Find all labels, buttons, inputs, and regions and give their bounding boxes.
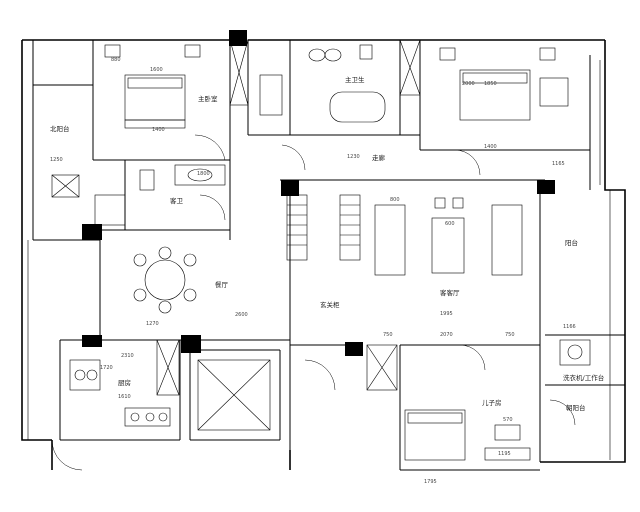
structural-columns	[82, 30, 555, 356]
room-label-master-bedroom: 主卧室	[198, 95, 218, 103]
outer-walls	[21, 39, 626, 470]
room-label-kitchen: 厨房	[118, 379, 131, 387]
dim-label: 1800	[197, 171, 210, 177]
dim-label: 1610	[118, 394, 131, 400]
room-label-living: 客客厅	[440, 289, 460, 297]
dim-label: 2000	[462, 81, 475, 87]
dim-label: 1230	[347, 154, 360, 160]
dim-label: 1195	[498, 451, 511, 457]
room-label-bath-master: 主卫生	[345, 76, 365, 84]
interior-walls	[32, 40, 625, 471]
dim-label: 880	[111, 57, 121, 63]
room-label-south-balcony: 阳台	[565, 239, 578, 247]
windows	[27, 39, 611, 460]
dim-label: 1600	[150, 67, 163, 73]
dim-label: 1720	[100, 365, 113, 371]
dim-label: 1165	[552, 161, 565, 167]
dim-label: 1250	[50, 157, 63, 163]
dim-label: 1850	[484, 81, 497, 87]
room-label-bath-secondary: 客卫	[170, 197, 183, 205]
room-label-child-room: 儿子房	[482, 399, 502, 407]
room-label-north-balcony: 北阳台	[50, 125, 70, 133]
dim-label: 1400	[152, 127, 165, 133]
dim-label: 1400	[484, 144, 497, 150]
room-label-corridor: 走廊	[372, 154, 385, 162]
furniture	[69, 44, 591, 461]
dim-label: 2070	[440, 332, 453, 338]
doors	[51, 134, 576, 471]
dim-label: 2310	[121, 353, 134, 359]
dim-label: 1995	[440, 311, 453, 317]
dim-label: 600	[445, 221, 455, 227]
dim-label: 1795	[424, 479, 437, 485]
room-label-dining: 餐厅	[215, 281, 228, 289]
dim-label: 2600	[235, 312, 248, 318]
dim-label: 800	[390, 197, 400, 203]
dim-label: 570	[503, 417, 513, 423]
dim-label: 750	[505, 332, 515, 338]
dim-label: 750	[383, 332, 393, 338]
dim-label: 1270	[146, 321, 159, 327]
room-label-entrance: 玄关柜	[320, 301, 340, 309]
room-label-laundry: 洗衣机/工作台	[563, 374, 605, 382]
dim-label: 1166	[563, 324, 576, 330]
room-label-sun-room: 朝阳台	[566, 404, 586, 412]
